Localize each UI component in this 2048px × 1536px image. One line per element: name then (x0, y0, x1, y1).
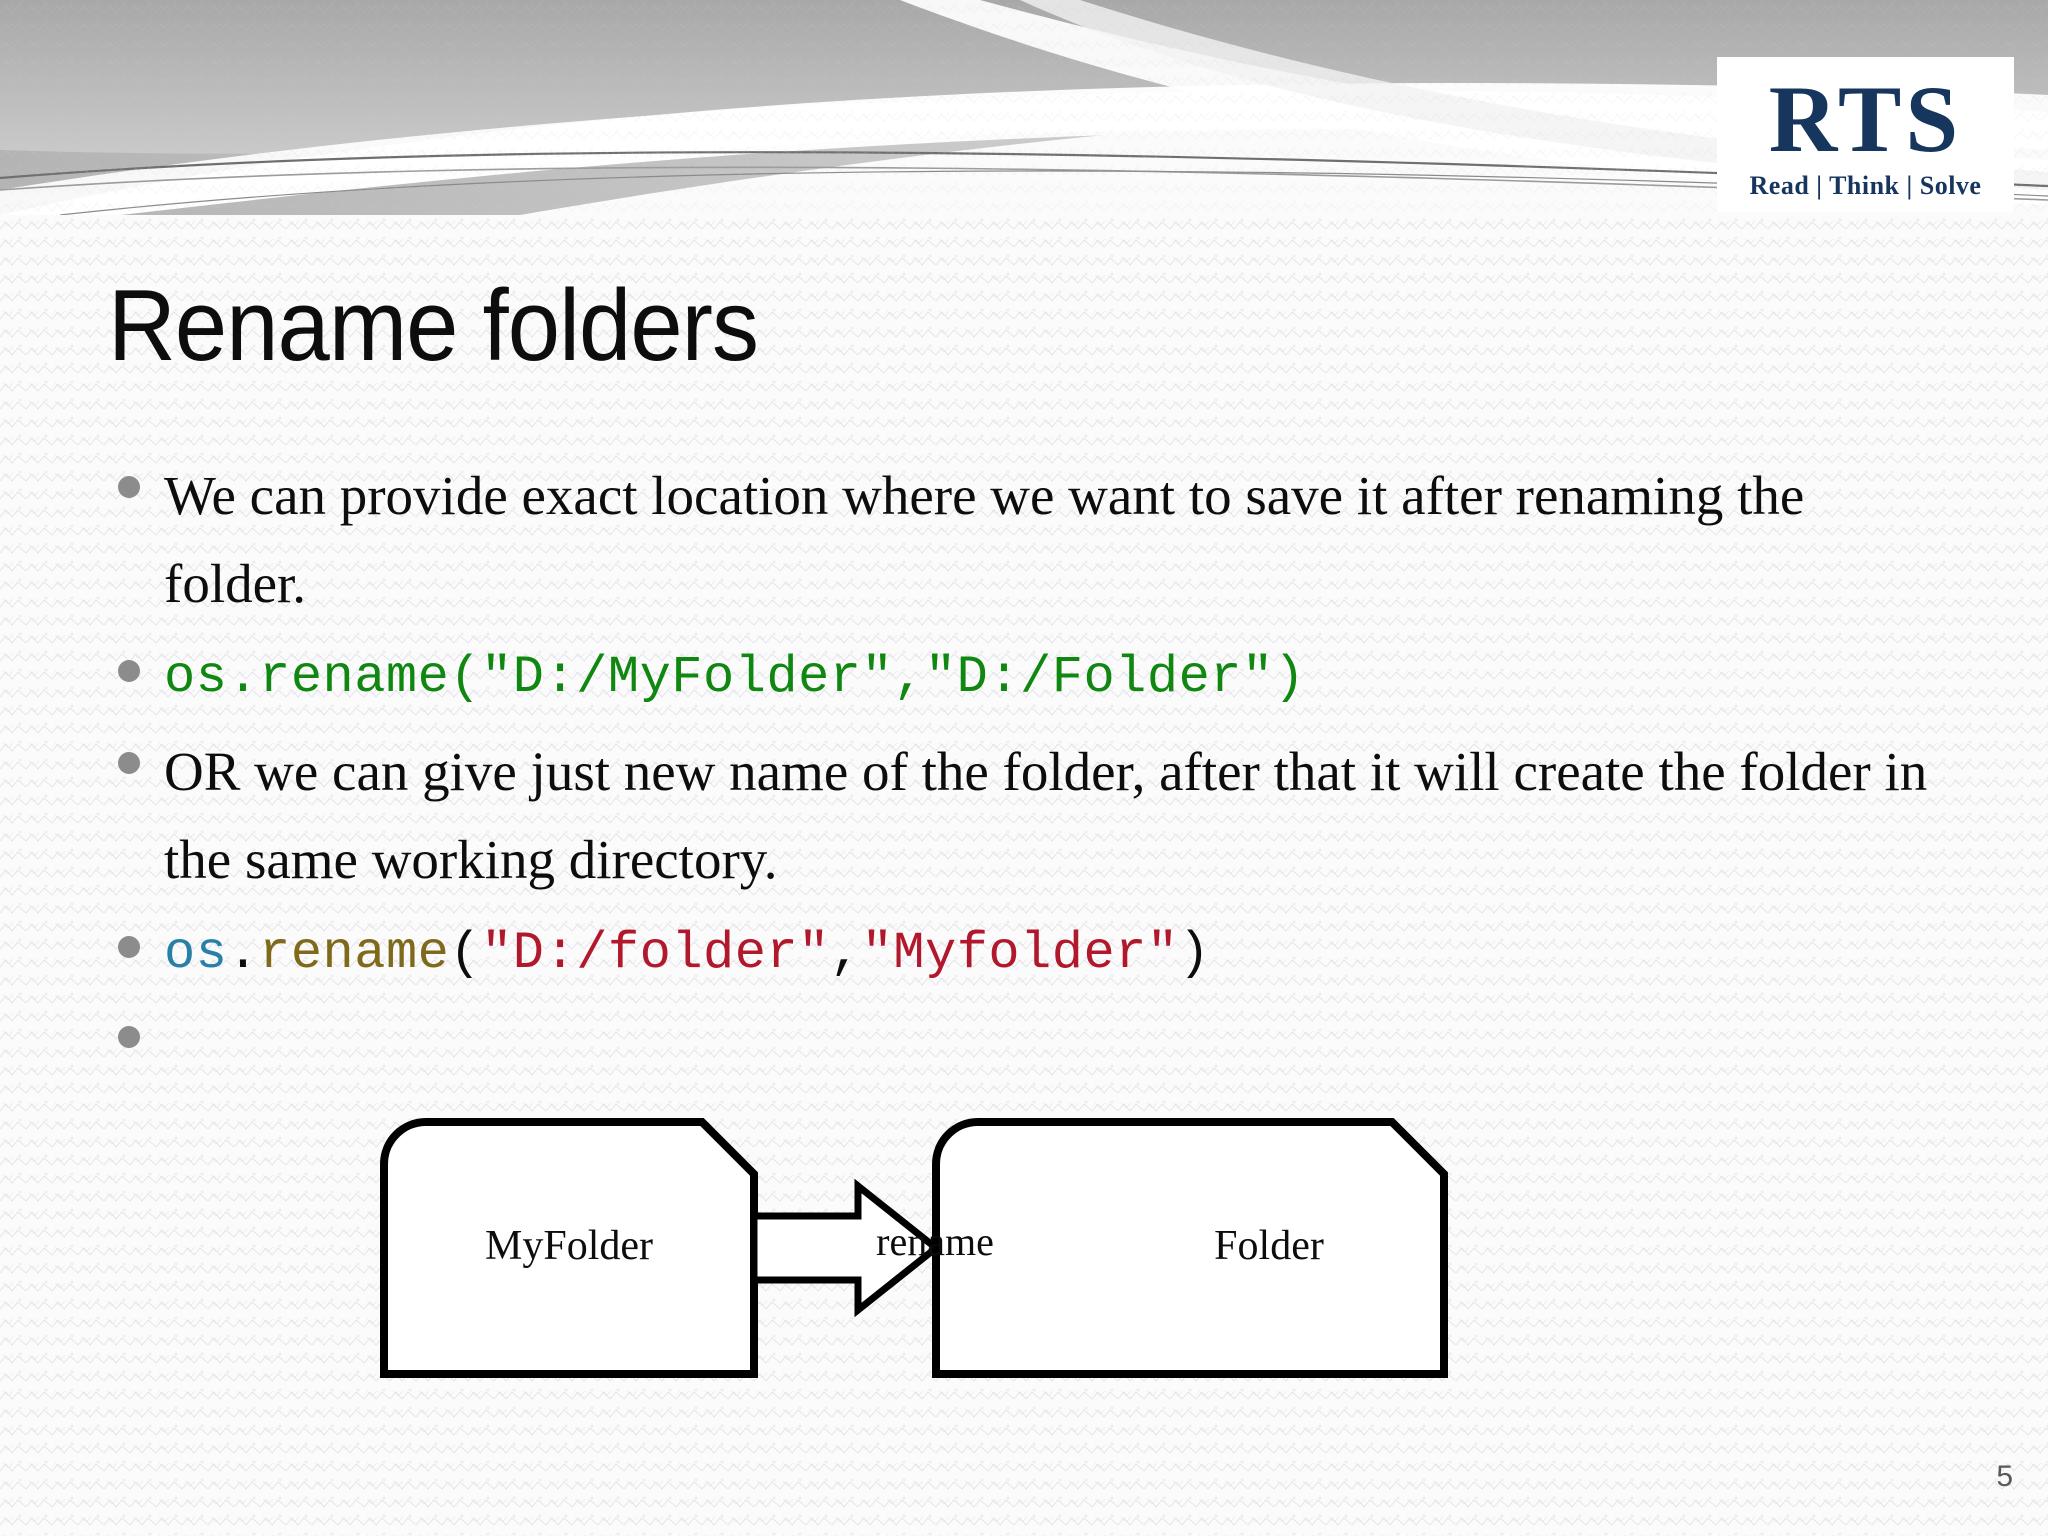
code-token: ( (449, 924, 482, 983)
target-folder-label: Folder (1214, 1223, 1324, 1269)
code-token: . (227, 924, 260, 983)
page-number: 5 (1996, 1460, 2013, 1493)
list-item-empty (118, 1004, 1948, 1078)
bullet-list: We can provide exact location where we w… (118, 452, 1948, 1082)
code-line-2: os.rename("D:/folder","Myfolder") (164, 908, 1948, 1000)
code-token: os (164, 924, 228, 983)
bullet-dot-icon (118, 752, 140, 774)
bullet-dot-icon (118, 1026, 140, 1048)
code-token: os.rename("D:/MyFolder","D:/Folder") (164, 648, 1306, 707)
rename-flow-diagram: MyFolder rename Folder (380, 1118, 1500, 1378)
bullet-text: OR we can give just new name of the fold… (164, 741, 1928, 890)
code-token: , (829, 924, 862, 983)
bullet-dot-icon (118, 660, 140, 682)
page-title: Rename folders (108, 270, 759, 382)
source-folder-label: MyFolder (485, 1223, 653, 1269)
list-item-code: os.rename("D:/folder","Myfolder") (118, 908, 1948, 1000)
bullet-dot-icon (118, 936, 140, 958)
logo-tagline: Read | Think | Solve (1749, 171, 1982, 200)
code-token: ) (1178, 924, 1211, 983)
code-token: rename (259, 924, 450, 983)
list-item: OR we can give just new name of the fold… (118, 728, 1948, 904)
code-line-1: os.rename("D:/MyFolder","D:/Folder") (164, 632, 1948, 724)
logo-wordmark: RTS (1768, 66, 1963, 172)
bullet-text: We can provide exact location where we w… (164, 465, 1805, 614)
arrow-label: rename (876, 1219, 994, 1264)
code-token: "Myfolder" (861, 924, 1179, 983)
bullet-dot-icon (118, 476, 140, 498)
list-item-code: os.rename("D:/MyFolder","D:/Folder") (118, 632, 1948, 724)
rts-logo: RTS Read | Think | Solve (1717, 57, 2014, 212)
list-item: We can provide exact location where we w… (118, 452, 1948, 628)
code-token: "D:/folder" (481, 924, 830, 983)
